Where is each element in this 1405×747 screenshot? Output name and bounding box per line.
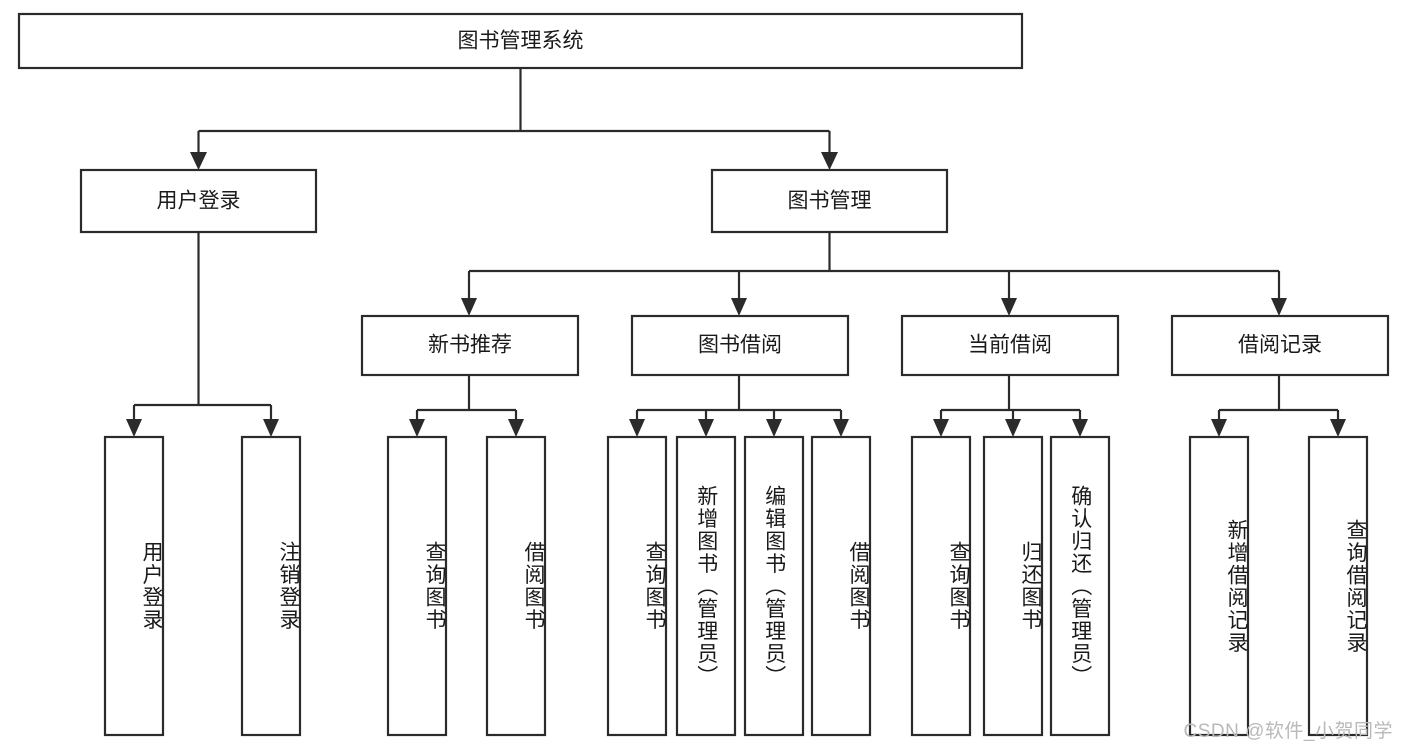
connector-group-current-borrow	[933, 375, 1088, 437]
arrow-head-book-borrow	[731, 298, 747, 316]
node-user-login[interactable]	[79, 168, 318, 234]
arrow-head-new-book-recommend	[461, 298, 477, 316]
node-leaf-confirm-return[interactable]	[1049, 435, 1111, 737]
node-current-borrow[interactable]	[900, 314, 1120, 377]
node-leaf-borrow-book-2[interactable]	[810, 435, 872, 737]
node-new-book-recommend[interactable]	[360, 314, 580, 377]
connector-group-new-book-recommend	[409, 375, 524, 437]
node-book-borrow-label: 图书借阅	[698, 334, 782, 357]
node-borrow-record[interactable]	[1170, 314, 1390, 377]
arrow-head-leaf-user-logout	[263, 419, 279, 437]
arrow-head-leaf-query-book-2	[629, 419, 645, 437]
connector-group-book-borrow	[629, 375, 849, 437]
arrow-head-leaf-add-record	[1211, 419, 1227, 437]
connector-group-user-login	[126, 232, 279, 437]
node-leaf-return-book[interactable]	[982, 435, 1044, 737]
node-root-label: 图书管理系统	[458, 30, 584, 53]
node-current-borrow-label: 当前借阅	[968, 334, 1052, 357]
arrow-head-borrow-record	[1271, 298, 1287, 316]
node-user-login-label: 用户登录	[157, 190, 241, 213]
arrow-head-book-manage	[821, 152, 838, 170]
node-leaf-add-record[interactable]	[1188, 435, 1250, 737]
arrow-head-leaf-user-login	[126, 419, 142, 437]
arrow-head-user-login	[190, 152, 207, 170]
node-leaf-user-login[interactable]	[103, 435, 165, 737]
connector-group-book-manage	[461, 232, 1287, 316]
node-leaf-query-book-2[interactable]	[606, 435, 668, 737]
node-book-borrow[interactable]	[630, 314, 850, 377]
connector-group-root	[190, 68, 838, 170]
node-leaf-user-logout[interactable]	[240, 435, 302, 737]
arrow-head-leaf-query-book-3	[933, 419, 949, 437]
node-leaf-query-book-1[interactable]	[386, 435, 448, 737]
node-leaf-borrow-book-1[interactable]	[485, 435, 547, 737]
arrow-head-leaf-confirm-return	[1072, 419, 1088, 437]
node-leaf-add-book[interactable]	[675, 435, 737, 737]
arrow-head-current-borrow	[1001, 298, 1017, 316]
arrow-head-leaf-query-record	[1330, 419, 1346, 437]
arrow-head-leaf-borrow-book-1	[508, 419, 524, 437]
arrow-head-leaf-borrow-book-2	[833, 419, 849, 437]
node-book-manage[interactable]	[710, 168, 949, 234]
arrow-head-leaf-query-book-1	[409, 419, 425, 437]
node-new-book-recommend-label: 新书推荐	[428, 334, 512, 357]
node-root[interactable]	[17, 12, 1024, 70]
node-borrow-record-label: 借阅记录	[1238, 334, 1322, 357]
connector-group-borrow-record	[1211, 375, 1346, 437]
node-leaf-query-record[interactable]	[1307, 435, 1369, 737]
node-book-manage-label: 图书管理	[788, 190, 872, 213]
watermark-label: CSDN @软件_小贺同学	[1183, 721, 1393, 742]
node-leaf-edit-book[interactable]	[743, 435, 805, 737]
node-leaf-query-book-3[interactable]	[910, 435, 972, 737]
arrow-head-leaf-add-book	[698, 419, 714, 437]
arrow-head-leaf-edit-book	[766, 419, 782, 437]
arrow-head-leaf-return-book	[1005, 419, 1021, 437]
